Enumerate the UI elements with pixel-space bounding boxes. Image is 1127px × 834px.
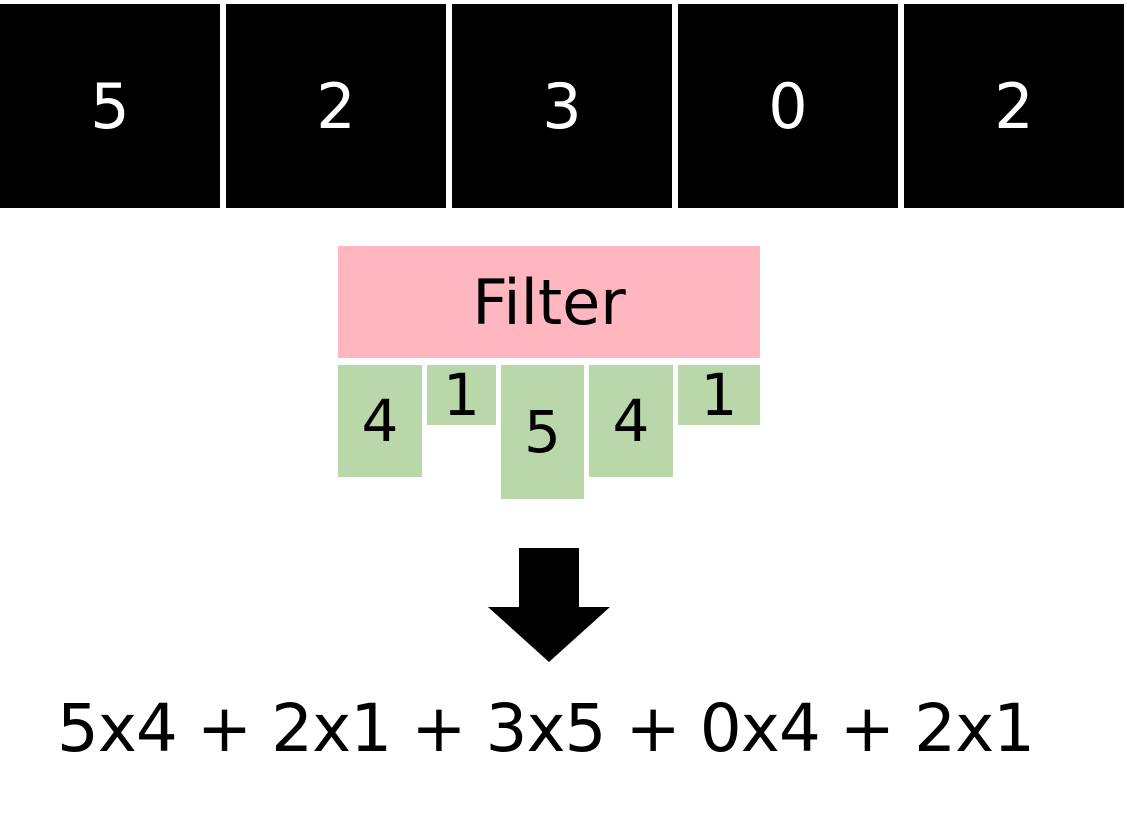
filter-weight-bar: 5 (501, 365, 584, 499)
filter-weight-bar: 1 (427, 361, 496, 429)
filter-weight-value: 4 (361, 387, 399, 455)
input-value: 5 (90, 69, 130, 143)
input-value: 2 (316, 69, 356, 143)
filter-box: Filter (338, 246, 760, 358)
input-cell: 3 (452, 4, 672, 208)
filter-weight-bar: 1 (678, 361, 760, 429)
input-cell: 2 (226, 4, 446, 208)
input-cell: 0 (678, 4, 898, 208)
filter-weight-value: 5 (524, 398, 561, 466)
input-value: 2 (994, 69, 1034, 143)
input-cell: 2 (904, 4, 1124, 208)
filter-weight-bar: 4 (338, 365, 422, 477)
input-value: 3 (542, 69, 582, 143)
filter-label: Filter (472, 265, 626, 339)
filter-weight-value: 4 (612, 387, 650, 455)
down-arrow-icon (488, 548, 610, 662)
filter-weight-value: 1 (443, 361, 480, 429)
filter-weight-value: 1 (700, 361, 738, 429)
filter-weight-bar: 4 (589, 365, 673, 477)
input-value: 0 (768, 69, 808, 143)
convolution-formula: 5x4 + 2x1 + 3x5 + 0x4 + 2x1 (56, 690, 1035, 767)
input-cell: 5 (0, 4, 220, 208)
